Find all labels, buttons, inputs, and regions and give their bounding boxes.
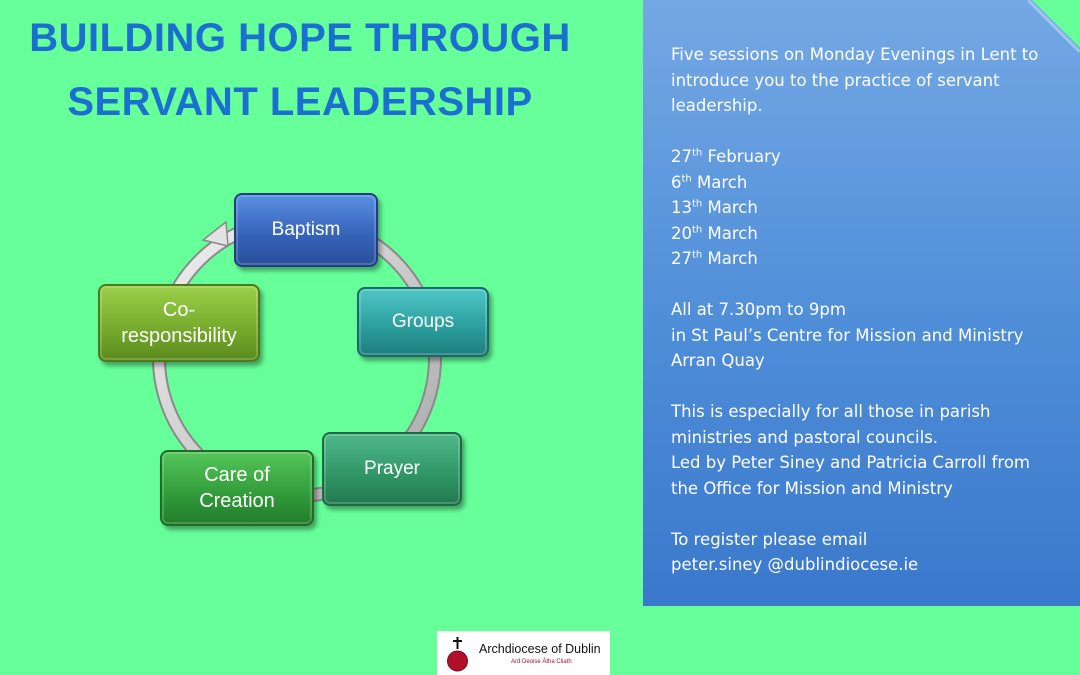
node-label-line-2: Creation <box>199 490 275 512</box>
audience-line-2: ministries and pastoral councils. <box>671 427 939 447</box>
logo-subtitle: Ard Deoise Átha Cliath <box>511 659 572 665</box>
led-by-line-1: Led by Peter Siney and Patricia Carroll … <box>671 453 1031 472</box>
title-line-1: BUILDING HOPE THROUGH <box>29 16 571 60</box>
audience-line-1: This is especially for all those in pari… <box>671 402 991 421</box>
cycle-node-care-of-creation: Care of Creation <box>160 450 314 526</box>
node-label-line-1: Co- <box>162 299 196 321</box>
info-text: Five sessions on Monday Evenings in Lent… <box>671 42 1071 578</box>
node-label-line-2: responsibility <box>121 325 237 347</box>
session-date: 20th March <box>671 223 758 243</box>
info-panel <box>643 0 1080 606</box>
cycle-node-prayer: Prayer <box>322 432 462 506</box>
register-email[interactable]: peter.siney @dublindiocese.ie <box>671 555 919 574</box>
session-date: 27th March <box>671 249 758 268</box>
venue-line-2: Arran Quay <box>671 351 765 370</box>
venue-line-1: in St Paul’s Centre for Mission and Mini… <box>671 325 1024 345</box>
cross-seal-icon <box>447 637 468 672</box>
logo-name: Archdiocese of Dublin <box>479 642 601 656</box>
cycle-ring <box>152 213 442 503</box>
node-label: Prayer <box>364 458 420 479</box>
intro-line-2: introduce you to the practice of servant <box>671 70 1000 90</box>
cycle-node-co-responsibility: Co- responsibility <box>98 284 260 362</box>
node-label: Baptism <box>271 219 341 240</box>
session-time: All at 7.30pm to 9pm <box>671 300 846 319</box>
node-label: Groups <box>391 311 455 332</box>
register-text: To register please email <box>671 529 868 549</box>
panel-corner-line <box>1028 0 1080 52</box>
intro-line-1: Five sessions on Monday Evenings in Lent… <box>671 45 1039 64</box>
poster-title: BUILDING HOPE THROUGH SERVANT LEADERSHIP <box>0 6 600 134</box>
cycle-node-baptism: Baptism <box>234 193 378 267</box>
led-by-line-2: the Office for Mission and Ministry <box>671 478 953 498</box>
session-date: 13th March <box>671 198 758 217</box>
intro-line-3: leadership. <box>671 96 763 115</box>
archdiocese-logo: Archdiocese of Dublin Ard Deoise Átha Cl… <box>437 631 610 675</box>
title-line-2: SERVANT LEADERSHIP <box>67 80 533 124</box>
session-date: 6th March <box>671 172 748 192</box>
node-label-line-1: Care of <box>204 464 270 486</box>
session-date: 27th February <box>671 147 781 166</box>
cycle-node-groups: Groups <box>357 287 489 357</box>
cycle-diagram: Baptism Groups Prayer Care of Creation C… <box>98 193 489 526</box>
cycle-arrow-head <box>201 220 229 247</box>
